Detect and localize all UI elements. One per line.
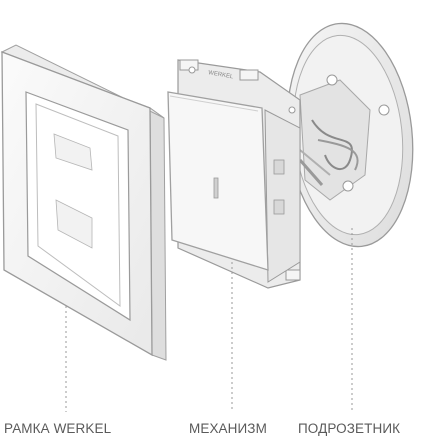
- mechanism-brand: WERKEL: [208, 70, 235, 80]
- label-junction-box: ПОДРОЗЕТНИК: [298, 421, 401, 436]
- junction-box: [286, 22, 414, 412]
- label-mechanism: МЕХАНИЗМ: [189, 421, 267, 436]
- label-frame: РАМКА WERKEL: [4, 421, 112, 436]
- switch-mechanism: [167, 59, 301, 412]
- frame: [0, 44, 167, 412]
